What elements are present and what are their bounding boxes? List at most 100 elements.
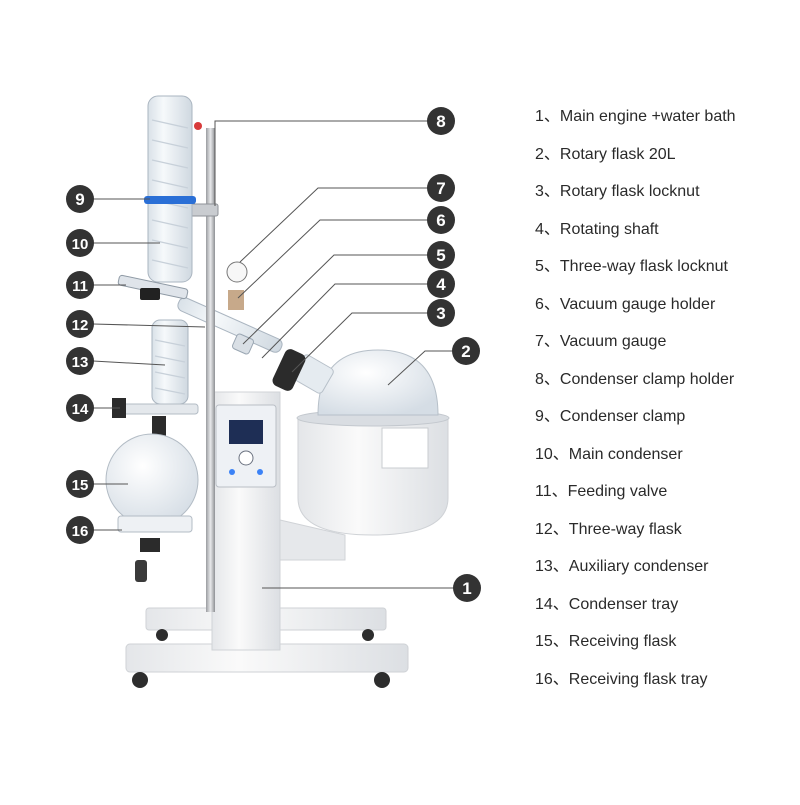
callout-number: 11 <box>72 278 88 295</box>
legend-item: 15、Receiving flask <box>535 633 677 650</box>
callout-badge: 11 <box>66 271 94 299</box>
callout-badge: 16 <box>66 516 94 544</box>
callout-badge-circle <box>453 574 481 602</box>
callout-badge: 7 <box>427 174 455 202</box>
callout-badge-circle <box>66 229 94 257</box>
engine-arm <box>279 519 346 561</box>
leader-line <box>92 323 206 328</box>
leader-line <box>291 312 428 373</box>
legend-item: 5、Three-way flask locknut <box>535 258 728 275</box>
callout-number: 5 <box>436 246 445 265</box>
condenser-tray <box>115 403 199 415</box>
leader-lines <box>92 120 454 589</box>
condenser-clamp <box>144 196 196 204</box>
aux-coil <box>154 339 186 395</box>
control-panel <box>215 404 277 488</box>
drain-handle <box>135 560 147 582</box>
callout-badge-circle <box>66 394 94 422</box>
callout-badge-circle <box>427 299 455 327</box>
callout-badge-circle <box>427 107 455 135</box>
condenser-outlet <box>194 122 202 130</box>
callout-number: 12 <box>72 317 89 334</box>
callout-number: 7 <box>436 179 445 198</box>
drain-valve <box>140 538 160 552</box>
callout-number: 4 <box>436 275 446 294</box>
callout-badge-circle <box>66 185 94 213</box>
callout-number: 16 <box>72 523 89 540</box>
legend-item: 16、Receiving flask tray <box>535 670 708 688</box>
callout-number: 1 <box>462 579 471 598</box>
support-pole <box>189 128 248 612</box>
callout-number: 9 <box>75 190 84 209</box>
pole <box>206 128 215 612</box>
base-wheel <box>156 629 168 641</box>
callout-number: 8 <box>436 112 445 131</box>
callout-number: 13 <box>72 354 89 371</box>
leader-line <box>237 219 428 299</box>
rotary-flask-locknut <box>272 349 306 391</box>
vacuum-gauge-holder <box>228 290 244 310</box>
leader-line <box>92 360 166 366</box>
callout-badge: 8 <box>427 107 455 135</box>
legend-item: 8、Condenser clamp holder <box>535 370 735 388</box>
callout-badge: 10 <box>66 229 94 257</box>
callout-badge: 3 <box>427 299 455 327</box>
legend-item: 14、Condenser tray <box>535 595 679 613</box>
main-condenser <box>144 95 202 283</box>
control-screen <box>229 420 263 444</box>
callout-badge: 9 <box>66 185 94 213</box>
legend-item: 11、Feeding valve <box>535 483 668 500</box>
callout-badge-circle <box>452 337 480 365</box>
legend-item: 12、Three-way flask <box>535 520 682 538</box>
callout-badge: 12 <box>66 310 94 338</box>
callout-badge-circle <box>66 516 94 544</box>
leader-line <box>387 350 453 386</box>
legend-item: 2、Rotary flask 20L <box>535 145 676 163</box>
legend-item: 10、Main condenser <box>535 445 683 463</box>
callout-number: 6 <box>436 211 445 230</box>
legend-item: 1、Main engine +water bath <box>535 108 736 125</box>
receiving-flask-bulb <box>105 433 199 527</box>
callout-badge: 1 <box>453 574 481 602</box>
callout-badge-circle <box>66 470 94 498</box>
base-wheel <box>362 629 374 641</box>
callout-badge-circle <box>427 206 455 234</box>
water-bath <box>296 409 450 536</box>
legend-item: 6、Vacuum gauge holder <box>535 295 716 313</box>
feeding-valve-handle <box>140 288 160 300</box>
tray-valve <box>152 416 166 436</box>
leader-line <box>242 254 428 345</box>
base-wheel <box>132 672 148 688</box>
base-wheel <box>374 672 390 688</box>
receiving-assembly <box>105 398 199 582</box>
legend-item: 4、Rotating shaft <box>535 220 659 238</box>
parts-legend: 1、Main engine +water bath 2、Rotary flask… <box>535 104 736 704</box>
legend-item: 7、Vacuum gauge <box>535 333 667 350</box>
callout-badge: 13 <box>66 347 94 375</box>
callout-badge-circle <box>427 241 455 269</box>
control-knob <box>238 450 254 466</box>
control-button <box>257 469 263 475</box>
callout-badge: 6 <box>427 206 455 234</box>
callout-badge-circle <box>66 310 94 338</box>
receiving-flask-tray <box>117 515 193 533</box>
legend-item: 13、Auxiliary condenser <box>535 558 709 575</box>
callout-badge-circle <box>427 174 455 202</box>
rotary-flask <box>272 349 439 416</box>
control-button <box>229 469 235 475</box>
vacuum-gauge <box>226 261 248 283</box>
callout-badge-circle <box>66 347 94 375</box>
auxiliary-condenser <box>151 319 189 405</box>
condenser-clamp-holder <box>189 203 219 217</box>
leader-line <box>214 120 428 206</box>
callout-badge: 4 <box>427 270 455 298</box>
rotary-flask-bulb <box>317 349 439 416</box>
legend-item: 9、Condenser clamp <box>535 408 686 425</box>
leader-line <box>261 283 428 359</box>
bath-label-plate <box>381 427 429 469</box>
callout-badge: 5 <box>427 241 455 269</box>
callout-number: 10 <box>72 236 89 253</box>
